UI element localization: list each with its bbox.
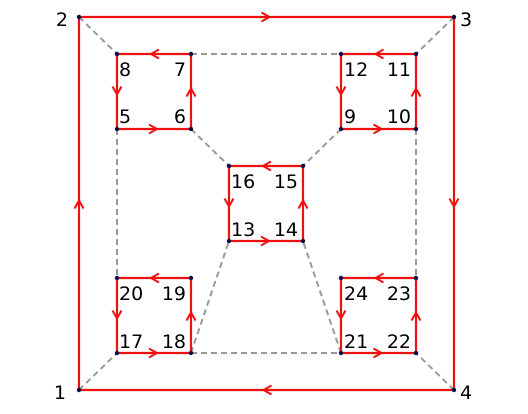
arrowhead-18-19	[185, 310, 197, 321]
arrowhead-13-14	[260, 235, 272, 247]
arrowhead-9-10	[373, 123, 384, 135]
arrowhead-layer	[73, 11, 460, 396]
dashed-edge-1-17	[78, 352, 118, 391]
directed-edge-layer	[77, 15, 456, 392]
vertex-label-8: 8	[119, 59, 131, 81]
vertex-label-7: 7	[174, 59, 186, 81]
vertex-label-23: 23	[387, 283, 411, 305]
vertex-17	[114, 350, 120, 356]
vertex-layer	[76, 14, 457, 393]
dashed-edge-9-15	[302, 128, 342, 167]
vertex-20	[114, 275, 120, 281]
vertex-label-22: 22	[387, 331, 411, 353]
arrowhead-22-23	[410, 310, 422, 321]
vertex-label-1: 1	[54, 382, 66, 404]
vertex-5	[114, 126, 120, 132]
vertex-22	[413, 350, 419, 356]
vertex-label-16: 16	[231, 171, 255, 193]
vertex-23	[413, 275, 419, 281]
vertex-label-6: 6	[174, 106, 186, 128]
arrowhead-10-11	[410, 86, 422, 97]
vertex-4	[451, 387, 457, 393]
arrowhead-15-16	[260, 160, 272, 172]
arrowhead-3-4	[448, 198, 460, 209]
dashed-edge-21-14	[302, 240, 342, 354]
arrowhead-6-7	[185, 86, 197, 97]
arrowhead-12-9	[335, 86, 347, 97]
vertex-label-3: 3	[460, 9, 472, 31]
vertex-19	[188, 275, 194, 281]
arrowhead-2-3	[261, 11, 272, 23]
vertex-3	[451, 14, 457, 20]
arrowhead-19-20	[148, 272, 160, 284]
arrowhead-4-1	[261, 384, 272, 396]
vertex-16	[226, 163, 232, 169]
vertex-11	[413, 51, 419, 57]
dashed-edge-4-22	[415, 352, 455, 391]
vertex-label-17: 17	[119, 331, 143, 353]
vertex-label-10: 10	[387, 106, 411, 128]
vertex-label-9: 9	[344, 106, 356, 128]
arrowhead-11-12	[373, 48, 384, 60]
vertex-9	[338, 126, 344, 132]
vertex-label-13: 13	[231, 219, 255, 241]
arrowhead-14-15	[297, 198, 309, 209]
dashed-edge-layer	[78, 16, 455, 391]
arrowhead-7-8	[148, 48, 160, 60]
vertex-label-21: 21	[344, 331, 368, 353]
vertex-label-20: 20	[119, 283, 143, 305]
vertex-14	[300, 238, 306, 244]
vertex-label-15: 15	[274, 171, 298, 193]
vertex-6	[188, 126, 194, 132]
dashed-edge-2-8	[78, 16, 118, 55]
vertex-1	[76, 387, 82, 393]
arrowhead-16-13	[223, 198, 235, 209]
vertex-13	[226, 238, 232, 244]
vertex-2	[76, 14, 82, 20]
vertex-label-14: 14	[274, 219, 298, 241]
vertex-label-11: 11	[387, 59, 411, 81]
vertex-label-19: 19	[162, 283, 186, 305]
vertex-12	[338, 51, 344, 57]
arrowhead-23-24	[373, 272, 384, 284]
vertex-label-2: 2	[56, 9, 68, 31]
vertex-label-18: 18	[162, 331, 186, 353]
vertex-10	[413, 126, 419, 132]
vertex-8	[114, 51, 120, 57]
arrowhead-21-22	[373, 347, 384, 359]
vertex-24	[338, 275, 344, 281]
arrowhead-17-18	[148, 347, 160, 359]
arrowhead-20-17	[111, 310, 123, 321]
vertex-15	[300, 163, 306, 169]
arrowhead-5-6	[148, 123, 160, 135]
dashed-edge-3-11	[415, 16, 455, 55]
dashed-edge-18-13	[190, 240, 230, 354]
arrowhead-8-5	[111, 86, 123, 97]
vertex-18	[188, 350, 194, 356]
dashed-edge-6-16	[190, 128, 230, 167]
vertex-label-4: 4	[460, 382, 472, 404]
vertex-label-12: 12	[344, 59, 368, 81]
vertex-7	[188, 51, 194, 57]
vertex-label-24: 24	[344, 283, 368, 305]
arrowhead-1-2	[73, 198, 85, 209]
vertex-21	[338, 350, 344, 356]
vertex-label-5: 5	[119, 106, 131, 128]
arrowhead-24-21	[335, 310, 347, 321]
